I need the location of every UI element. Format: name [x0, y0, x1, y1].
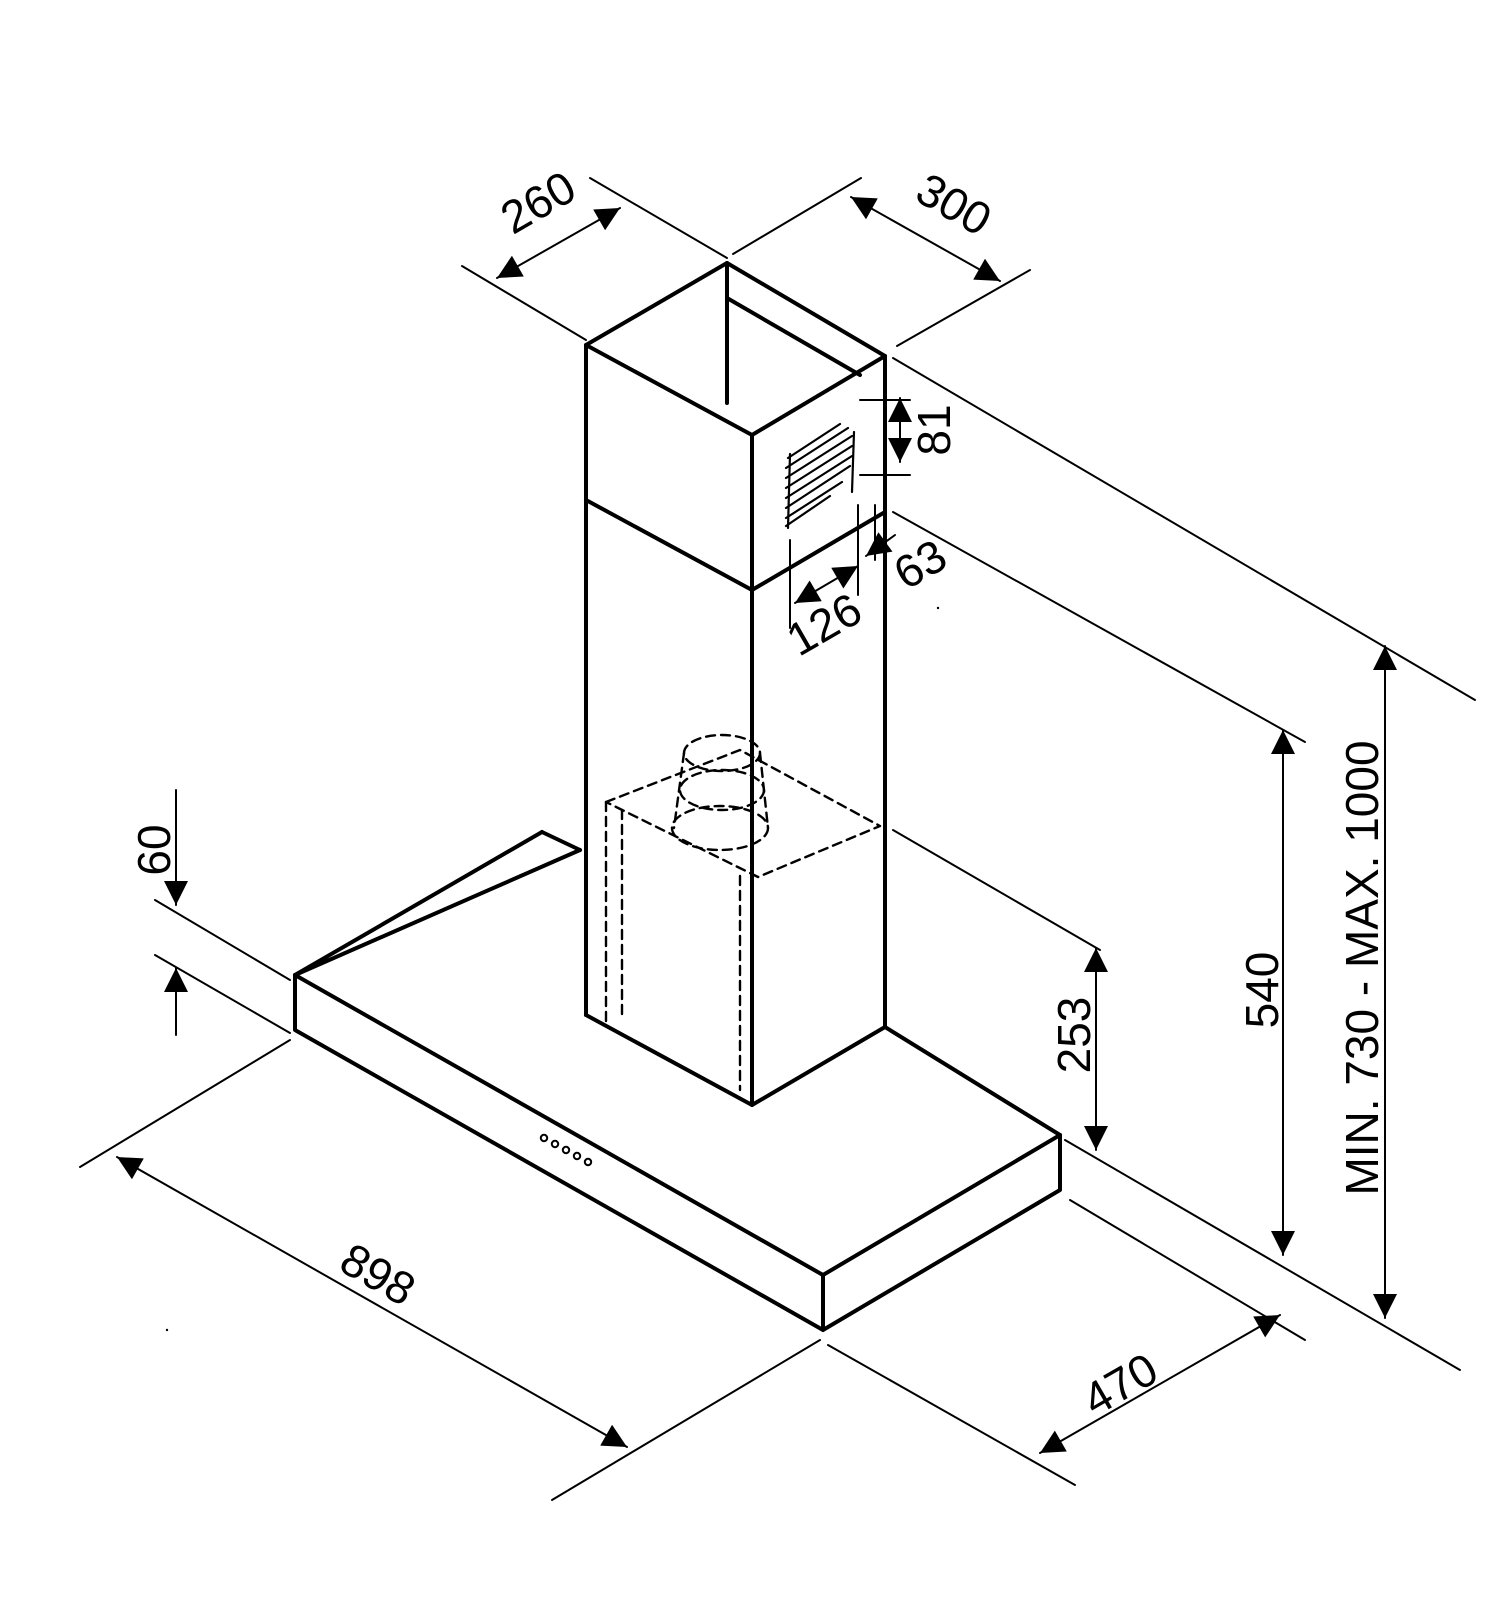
dim-arrow-260: [496, 207, 621, 279]
dimension-arrows: [116, 196, 1397, 1454]
dim-arrow-126: [794, 565, 859, 604]
dim-label-540: 540: [1236, 952, 1288, 1029]
dim-label-60: 60: [128, 824, 180, 875]
chimney: [584, 261, 887, 1107]
control-button-2: [550, 1139, 560, 1149]
dim-label-253: 253: [1048, 997, 1100, 1074]
dim-label-898: 898: [332, 1232, 424, 1315]
control-button-4: [572, 1151, 582, 1161]
canopy-top-outline: [293, 830, 1062, 1277]
chimney-bottom: [584, 1013, 887, 1107]
dim-arrow-470: [1039, 1314, 1281, 1454]
dim-label-81: 81: [908, 404, 960, 455]
control-button-5: [583, 1157, 593, 1167]
extension-lines: [79, 177, 1476, 1501]
dim-label-total-height: MIN. 730 - MAX. 1000: [1336, 740, 1388, 1195]
dim-label-260: 260: [492, 160, 584, 243]
stray-dot: [936, 606, 940, 610]
chimney-inner-edge: [725, 261, 862, 405]
chimney-top-opening: [584, 261, 887, 437]
dim-arrow-898: [116, 1156, 628, 1448]
control-button-3: [561, 1145, 571, 1155]
motor-outlet-ring-3: [682, 733, 762, 773]
hidden-motor: [604, 733, 882, 1092]
canopy-back-edge: [540, 830, 582, 852]
dim-arrow-300: [850, 196, 1001, 282]
control-button-1: [539, 1133, 549, 1143]
dim-label-126: 126: [778, 582, 870, 665]
dim-label-470: 470: [1074, 1342, 1166, 1425]
chimney-joint: [584, 498, 887, 592]
vent-grille: [784, 422, 856, 530]
dim-label-63: 63: [885, 529, 955, 600]
canopy: [293, 830, 1062, 1332]
motor-housing-sides: [604, 800, 742, 1092]
dim-label-300: 300: [908, 162, 1000, 245]
motor-housing-top: [604, 748, 882, 879]
dim-arrow-63: [865, 532, 896, 557]
stray-dot: [165, 1328, 169, 1332]
